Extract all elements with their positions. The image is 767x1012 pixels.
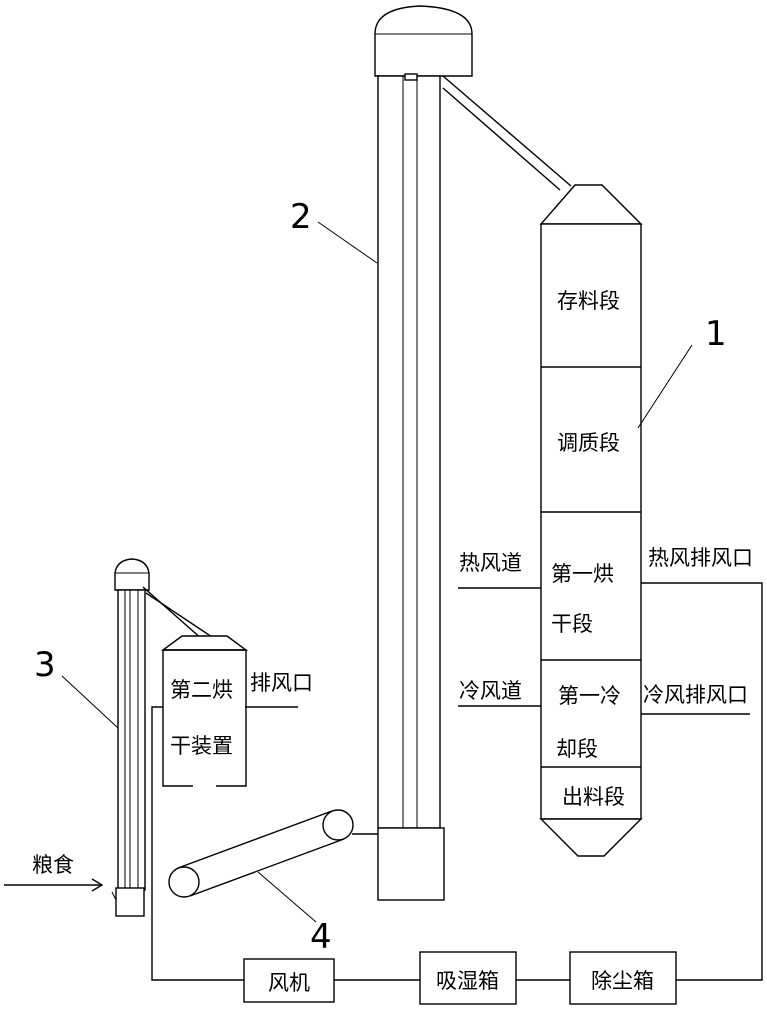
dryer-top-cone xyxy=(541,185,641,224)
label-num-1: 1 xyxy=(705,314,727,354)
main-elevator-head xyxy=(375,6,472,76)
label-first-cool-2: 却段 xyxy=(556,737,598,761)
second-dryer-body xyxy=(163,650,246,786)
small-elevator-head xyxy=(115,559,149,590)
leader-3 xyxy=(62,676,118,728)
label-tempering: 调质段 xyxy=(557,431,620,455)
label-storage: 存料段 xyxy=(557,289,620,313)
label-cold-duct: 冷风道 xyxy=(459,679,522,703)
main-elevator-boot xyxy=(378,828,444,900)
label-dust-box: 除尘箱 xyxy=(591,969,654,993)
label-first-dry-2: 干段 xyxy=(551,612,593,636)
small-elevator-shaft xyxy=(118,590,145,890)
conveyor-pulley-left xyxy=(169,867,199,897)
main-elevator-shaft xyxy=(378,76,440,828)
conveyor-pulley-right xyxy=(323,810,353,840)
label-discharge: 出料段 xyxy=(562,785,625,809)
leader-1 xyxy=(638,345,692,428)
label-second-dry-2: 干装置 xyxy=(170,734,233,758)
label-hot-duct: 热风道 xyxy=(459,551,522,575)
label-fan: 风机 xyxy=(268,971,310,995)
label-num-4: 4 xyxy=(310,917,332,957)
small-chute xyxy=(143,587,203,640)
label-hot-exhaust: 热风排风口 xyxy=(648,546,753,570)
label-exhaust: 排风口 xyxy=(250,671,313,695)
second-dryer xyxy=(163,636,246,786)
dryer-body xyxy=(541,224,641,819)
grain-arrow xyxy=(4,879,102,891)
label-num-2: 2 xyxy=(290,197,312,237)
dryer-bottom-cone xyxy=(541,819,641,856)
small-elevator-boot xyxy=(116,888,144,916)
small-elevator xyxy=(112,559,149,916)
label-first-cool-1: 第一冷 xyxy=(558,684,621,708)
label-first-dry-1: 第一烘 xyxy=(551,562,614,586)
label-num-3: 3 xyxy=(34,645,56,685)
label-cold-exhaust: 冷风排风口 xyxy=(643,683,748,707)
leader-4 xyxy=(258,872,316,922)
leader-2 xyxy=(318,222,377,263)
label-second-dry-1: 第二烘 xyxy=(170,678,233,702)
conveyor xyxy=(169,810,378,897)
hot-exhaust-pipe xyxy=(641,583,762,980)
main-chute xyxy=(443,76,571,190)
label-moisture-box: 吸湿箱 xyxy=(436,969,499,993)
main-elevator xyxy=(375,6,472,900)
label-grain: 粮食 xyxy=(32,853,74,877)
